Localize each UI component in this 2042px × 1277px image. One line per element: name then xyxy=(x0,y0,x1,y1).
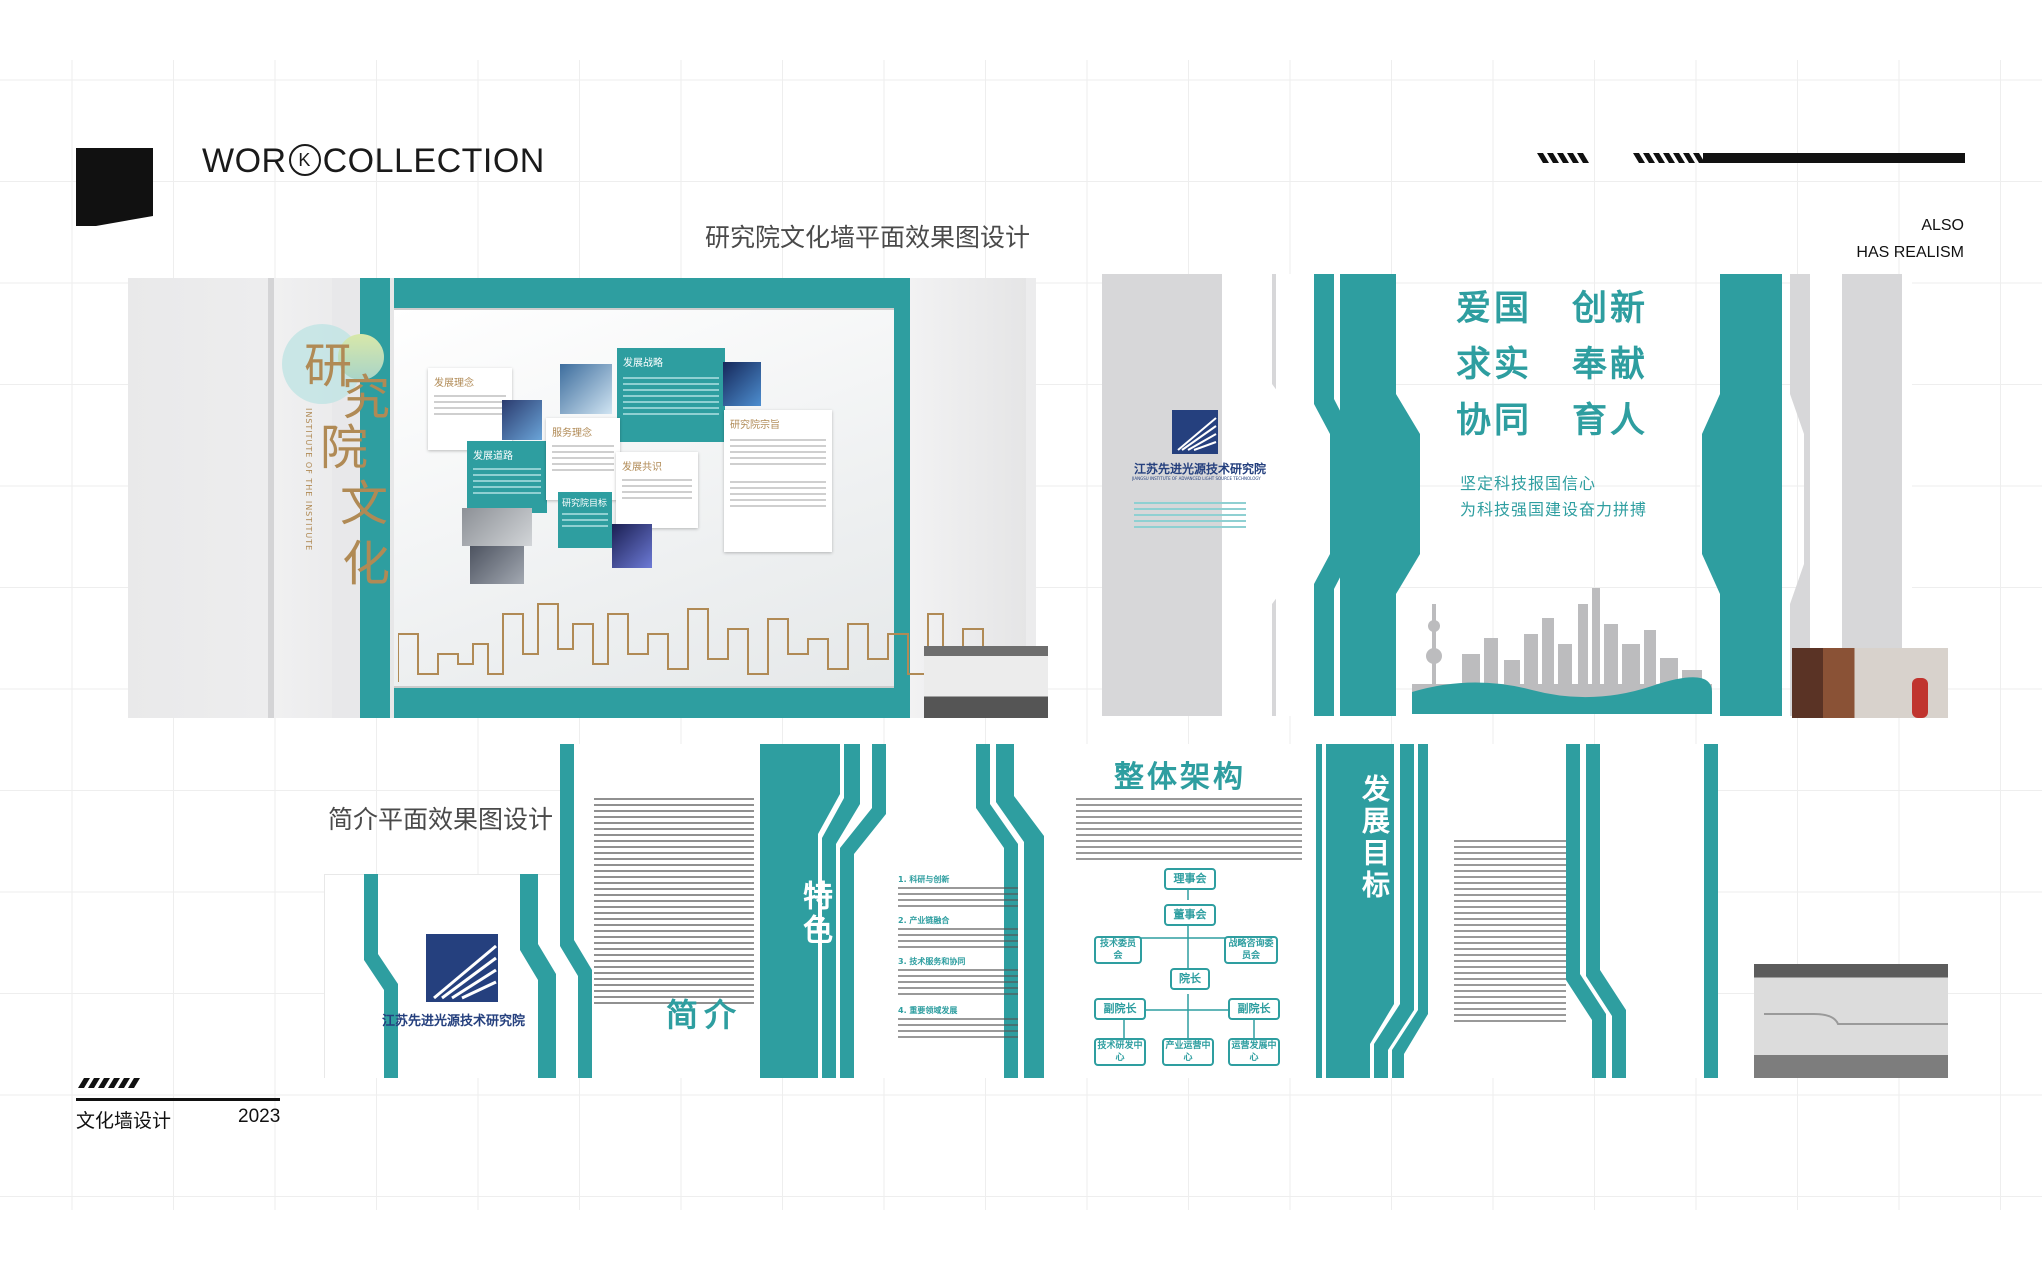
feature-1: 1. 科研与创新 xyxy=(898,875,950,884)
features-list: 1. 科研与创新 2. 产业链融合 3. 技术服务和协同 4. 重要领域发展 xyxy=(898,874,1018,1046)
big-char-2: 究 xyxy=(342,370,391,426)
feature-3: 3. 技术服务和协同 xyxy=(898,957,966,966)
big-char-4: 文 xyxy=(340,476,389,532)
goal-title: 发展目标 xyxy=(1358,774,1391,902)
card-image-2 xyxy=(462,508,532,546)
big-char-5: 化 xyxy=(342,536,391,592)
bottom-section-title: 简介平面效果图设计 xyxy=(328,805,554,834)
site-photo-2-figure xyxy=(1912,678,1928,718)
brand-title-post: COLLECTION xyxy=(322,142,545,180)
org-center-3: 运营发展中心 xyxy=(1228,1038,1280,1066)
card-concept-title: 发展理念 xyxy=(434,378,474,389)
card-image-4 xyxy=(560,364,612,414)
footer-rule xyxy=(76,1098,280,1101)
org-center-1: 技术研发中心 xyxy=(1094,1038,1146,1066)
card-purpose: 研究院宗旨 xyxy=(724,410,832,552)
card-concept: 发展理念 xyxy=(428,368,512,450)
org-strategy-committee: 战略咨询委员会 xyxy=(1224,936,1278,964)
slogan-2: 创新 xyxy=(1572,289,1649,329)
site-photo-1 xyxy=(924,646,1048,718)
footer-stripe-decoration xyxy=(78,1078,140,1088)
big-char-3: 院 xyxy=(320,420,369,476)
logo-desc-lines xyxy=(1134,502,1246,532)
footer-label: 文化墙设计 xyxy=(76,1110,172,1132)
arch-title: 整体架构 xyxy=(1114,760,1246,795)
arch-text-block xyxy=(1076,798,1302,862)
card-image-3 xyxy=(470,546,524,584)
site-photo-3 xyxy=(1754,964,1948,1078)
also-has-realism: ALSO HAS REALISM xyxy=(1856,212,1964,266)
card-goal: 研究院目标 xyxy=(558,492,612,548)
feature-4: 4. 重要领域发展 xyxy=(898,1006,958,1015)
card-purpose-title: 研究院宗旨 xyxy=(730,420,780,431)
sub-slogan-2: 为科技强国建设奋力拼搏 xyxy=(1460,500,1648,519)
slogan-6: 育人 xyxy=(1572,401,1649,441)
intro-text-block xyxy=(594,798,754,1008)
logo-name-small: 江苏先进光源技术研究院 xyxy=(1134,462,1267,476)
slogan-5: 协同 xyxy=(1456,401,1533,441)
logo-name-large: 江苏先进光源技术研究院 xyxy=(382,1014,526,1029)
intro-title: 简介 xyxy=(666,996,743,1034)
header-stripe-decoration xyxy=(1535,150,1967,164)
site-photo-3-curve xyxy=(1764,1013,1948,1025)
vertical-en-text: INSTITUTE OF THE INSTITUTE xyxy=(304,408,313,552)
also-line1: ALSO xyxy=(1921,217,1964,234)
card-strategy-title: 发展战略 xyxy=(623,358,663,369)
brand-k-icon: K xyxy=(288,144,321,177)
city-skyline-silhouette xyxy=(1412,588,1712,714)
org-president: 院长 xyxy=(1170,968,1210,990)
skyline-line-art xyxy=(398,603,984,682)
slogan-3: 求实 xyxy=(1456,345,1533,385)
org-vp-left: 副院长 xyxy=(1094,998,1146,1020)
card-road-title: 发展道路 xyxy=(473,451,513,462)
also-line2: HAS REALISM xyxy=(1856,244,1964,261)
org-tech-committee: 技术委员会 xyxy=(1094,936,1142,964)
org-board: 理事会 xyxy=(1164,868,1216,890)
card-service-title: 服务理念 xyxy=(552,428,592,439)
card-image-6 xyxy=(612,524,652,568)
logo-en-small: JIANGSU INSTITUTE OF ADVANCED LIGHT SOUR… xyxy=(1132,476,1261,481)
panel-intro-wall: 江苏先进光源技术研究院 简介 特色 1. 科研与创新 2. 产业链融合 3. 技… xyxy=(324,744,1718,1078)
card-image-1 xyxy=(502,400,542,440)
org-council: 董事会 xyxy=(1164,904,1216,926)
card-strategy: 发展战略 xyxy=(617,348,725,442)
footer-year: 2023 xyxy=(238,1106,281,1127)
slogan-1: 爱国 xyxy=(1456,289,1533,329)
top-section-title: 研究院文化墙平面效果图设计 xyxy=(705,223,1031,252)
card-consensus: 发展共识 xyxy=(616,452,698,528)
goal-text-block xyxy=(1454,840,1566,1024)
card-consensus-title: 发展共识 xyxy=(622,462,662,473)
feature-2: 2. 产业链融合 xyxy=(898,916,950,925)
feature-title: 特色 xyxy=(797,880,832,948)
card-goal-title: 研究院目标 xyxy=(562,499,608,509)
panel-slogan-wall: 江苏先进光源技术研究院 JIANGSU INSTITUTE OF ADVANCE… xyxy=(1102,274,1912,716)
card-road: 发展道路 xyxy=(467,441,547,513)
brand-logo-mark xyxy=(76,148,153,226)
brand-title-pre: WOR xyxy=(202,142,287,180)
panel-culture-wall: 研 究 院 文 化 INSTITUTE OF THE INSTITUTE 发展理… xyxy=(128,278,1036,718)
card-image-5 xyxy=(723,362,761,406)
big-char-1: 研 xyxy=(304,338,353,394)
org-vp-right: 副院长 xyxy=(1228,998,1280,1020)
slogan-4: 奉献 xyxy=(1572,345,1649,385)
sub-slogan-1: 坚定科技报国信心 xyxy=(1460,474,1597,493)
org-center-2: 产业运营中心 xyxy=(1162,1038,1214,1066)
card-service: 服务理念 xyxy=(546,418,620,500)
